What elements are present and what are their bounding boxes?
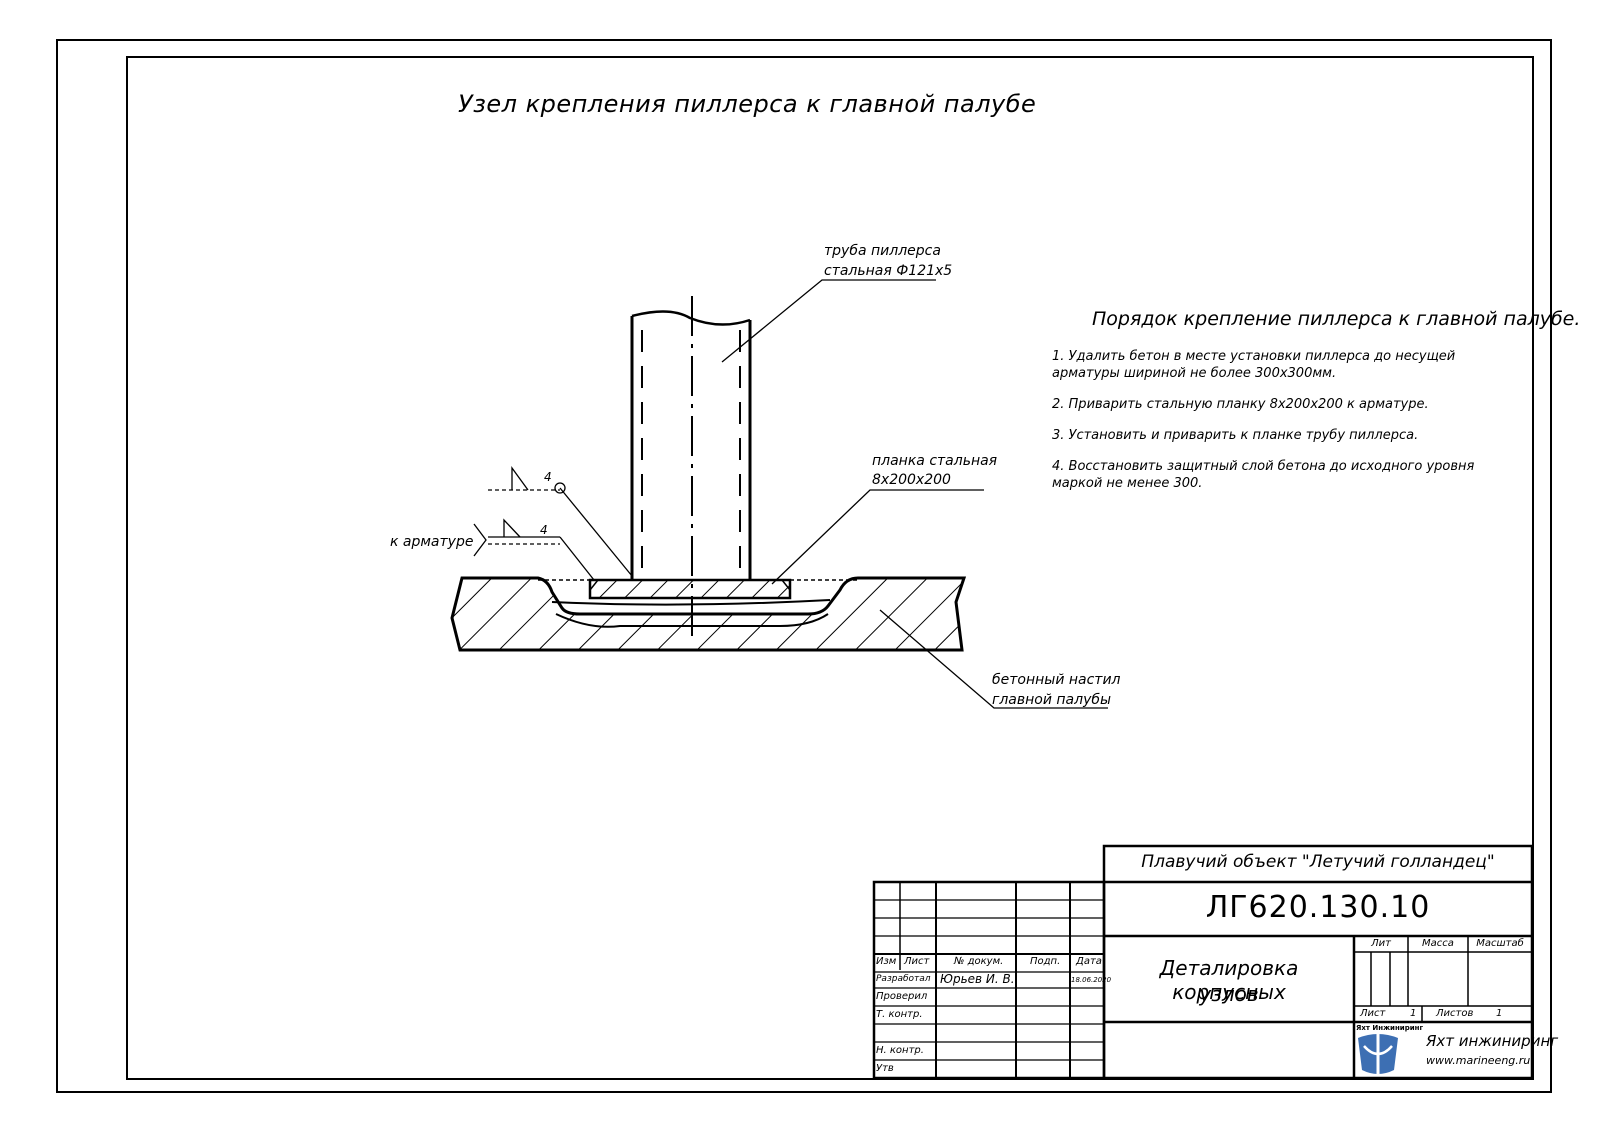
- pillar-pipe: [630, 296, 752, 644]
- developed-date: 18.06.2020: [1071, 976, 1112, 984]
- weld-size-1: 4: [544, 470, 552, 484]
- rebar-label: к арматуре: [390, 534, 474, 550]
- concrete-deck: [450, 576, 967, 652]
- company-website: www.marineeng.ru: [1426, 1054, 1531, 1067]
- pipe-label-1: труба пиллерса: [824, 243, 941, 259]
- company-name: Яхт инжиниринг: [1426, 1032, 1559, 1050]
- drawing-frame: [126, 56, 1534, 1080]
- note-item: 3. Установить и приварить к планке трубу…: [1052, 428, 1419, 443]
- logo-caption: Яхт Инжиниринг: [1356, 1024, 1424, 1032]
- sheet-label: Лист: [1360, 1008, 1386, 1019]
- row-developed: Разработал: [876, 974, 931, 984]
- col-sign: Подп.: [1030, 956, 1061, 967]
- scale-header: Масштаб: [1476, 938, 1524, 949]
- doc-title-2: узлов: [1199, 982, 1259, 1006]
- plate-label-1: планка стальная: [872, 453, 998, 469]
- object-name: Плавучий объект "Летучий голландец": [1141, 852, 1495, 872]
- steel-plate: [538, 578, 858, 600]
- plate-label-2: 8х200х200: [872, 472, 951, 488]
- company-logo: [1358, 1034, 1398, 1074]
- sheets-value: 1: [1496, 1008, 1503, 1019]
- lit-header: Лит: [1371, 938, 1391, 949]
- drawing-title: Узел крепления пиллерса к главной палубе: [458, 90, 1037, 118]
- weld-size-2: 4: [540, 523, 548, 537]
- doc-number: ЛГ620.130.10: [1205, 890, 1431, 925]
- leader-lines: [473, 279, 1108, 709]
- pipe-label-2: стальная Ф121х5: [824, 263, 953, 279]
- row-checked: Проверил: [876, 991, 928, 1002]
- row-ncontrol: Н. контр.: [876, 1045, 924, 1056]
- note-item: 4. Восстановить защитный слой бетона до …: [1052, 459, 1475, 491]
- mass-header: Масса: [1422, 938, 1454, 949]
- doc-title-1: Деталировка корпусных: [1159, 956, 1299, 1004]
- notes-heading: Порядок крепление пиллерса к главной пал…: [1092, 308, 1581, 330]
- sheets-label: Листов: [1436, 1008, 1474, 1019]
- deck-label-2: главной палубы: [992, 692, 1112, 708]
- col-list: Лист: [904, 956, 930, 967]
- deck-label-1: бетонный настил: [992, 672, 1121, 688]
- outer-frame: [56, 39, 1552, 1093]
- col-izm: Изм: [876, 956, 897, 967]
- assembly-notes: Порядок крепление пиллерса к главной пал…: [1052, 308, 1581, 506]
- col-date: Дата: [1076, 956, 1102, 967]
- note-item: 1. Удалить бетон в месте установки пилле…: [1052, 349, 1456, 381]
- note-item: 2. Приварить стальную планку 8х200х200 к…: [1052, 397, 1429, 412]
- col-doc: № докум.: [954, 956, 1004, 967]
- sheet-value: 1: [1410, 1008, 1417, 1019]
- row-approved: Утв: [876, 1063, 894, 1074]
- developer-name: Юрьев И. В.: [940, 972, 1015, 986]
- row-tcontrol: Т. контр.: [876, 1009, 923, 1020]
